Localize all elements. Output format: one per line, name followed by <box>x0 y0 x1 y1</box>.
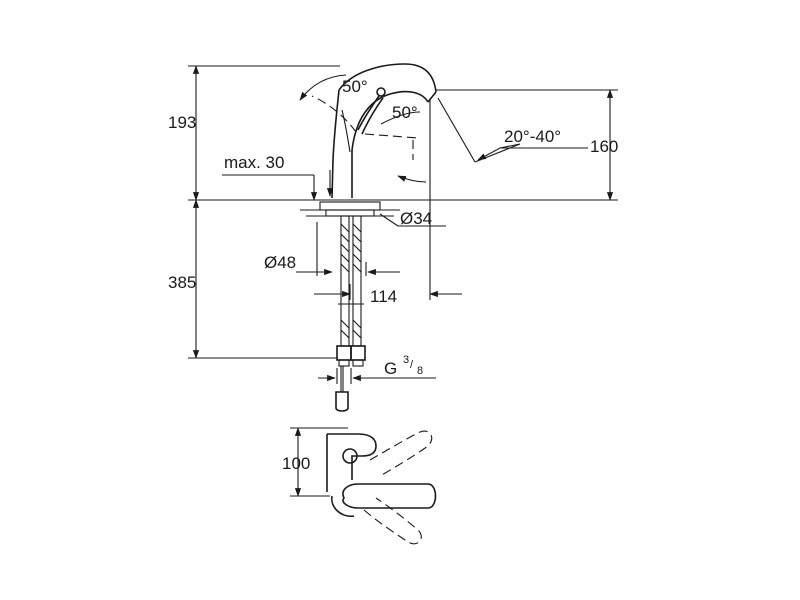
swivel-angle-label: 20°-40° <box>504 127 561 146</box>
g38-label: G <box>384 359 397 378</box>
lever-alt-position-1 <box>311 95 357 133</box>
swivel-leader-2 <box>474 143 521 163</box>
g38-numerator: 3 <box>403 354 409 366</box>
spout-arc <box>397 175 427 183</box>
dim-100-label: 100 <box>282 454 310 473</box>
lever-alt-position-2 <box>364 133 419 139</box>
supply-hoses <box>335 215 366 412</box>
d34-label: Ø34 <box>400 209 432 228</box>
faucet-body <box>331 63 437 199</box>
d34-leader <box>379 213 399 227</box>
g38-slash: / <box>410 359 414 371</box>
g38-denominator: 8 <box>417 365 423 377</box>
top-view-alt-2 <box>363 497 422 545</box>
swivel-leader <box>437 97 476 163</box>
d48-label: Ø48 <box>264 253 296 272</box>
angle-arc-top <box>299 74 347 101</box>
dim-193-label: 193 <box>168 113 196 132</box>
dim-385-label: 385 <box>168 273 196 292</box>
dim-114-label: 114 <box>370 287 397 306</box>
max30-label: max. 30 <box>224 153 284 172</box>
angle-arc-side <box>380 111 421 125</box>
dim-160-label: 160 <box>590 137 618 156</box>
angle-side-label: 50° <box>392 103 418 122</box>
faucet-top-view <box>326 433 437 518</box>
top-view-alt-1 <box>369 430 433 477</box>
mounting-assembly <box>300 201 400 217</box>
angle-top-label: 50° <box>342 77 368 96</box>
